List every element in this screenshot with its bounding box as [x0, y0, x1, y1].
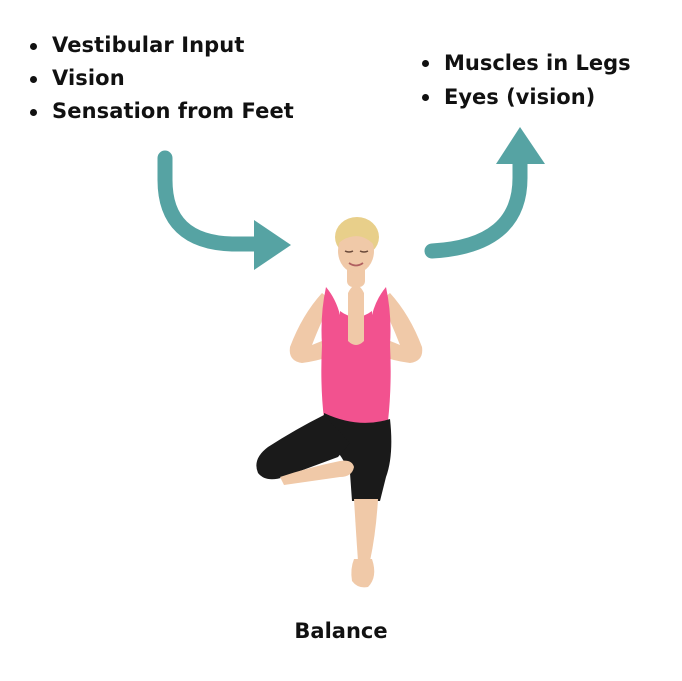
curved-arrow-right-head	[254, 220, 291, 270]
motor-output-list: Muscles in Legs Eyes (vision)	[420, 46, 631, 114]
curved-arrow-right-shaft	[157, 150, 266, 252]
motor-output-item: Muscles in Legs	[420, 46, 631, 80]
curved-arrow-up-shaft	[424, 150, 528, 259]
sensory-input-list: Vestibular Input Vision Sensation from F…	[28, 29, 294, 128]
woman-tree-pose-illustration	[256, 217, 423, 588]
diagram-caption: Balance	[294, 619, 388, 643]
sensory-input-item: Vestibular Input	[28, 29, 294, 62]
sensory-input-item: Vision	[28, 62, 294, 95]
motor-output-item: Eyes (vision)	[420, 80, 631, 114]
sensory-input-item: Sensation from Feet	[28, 95, 294, 128]
curved-arrow-up-head	[496, 127, 545, 164]
